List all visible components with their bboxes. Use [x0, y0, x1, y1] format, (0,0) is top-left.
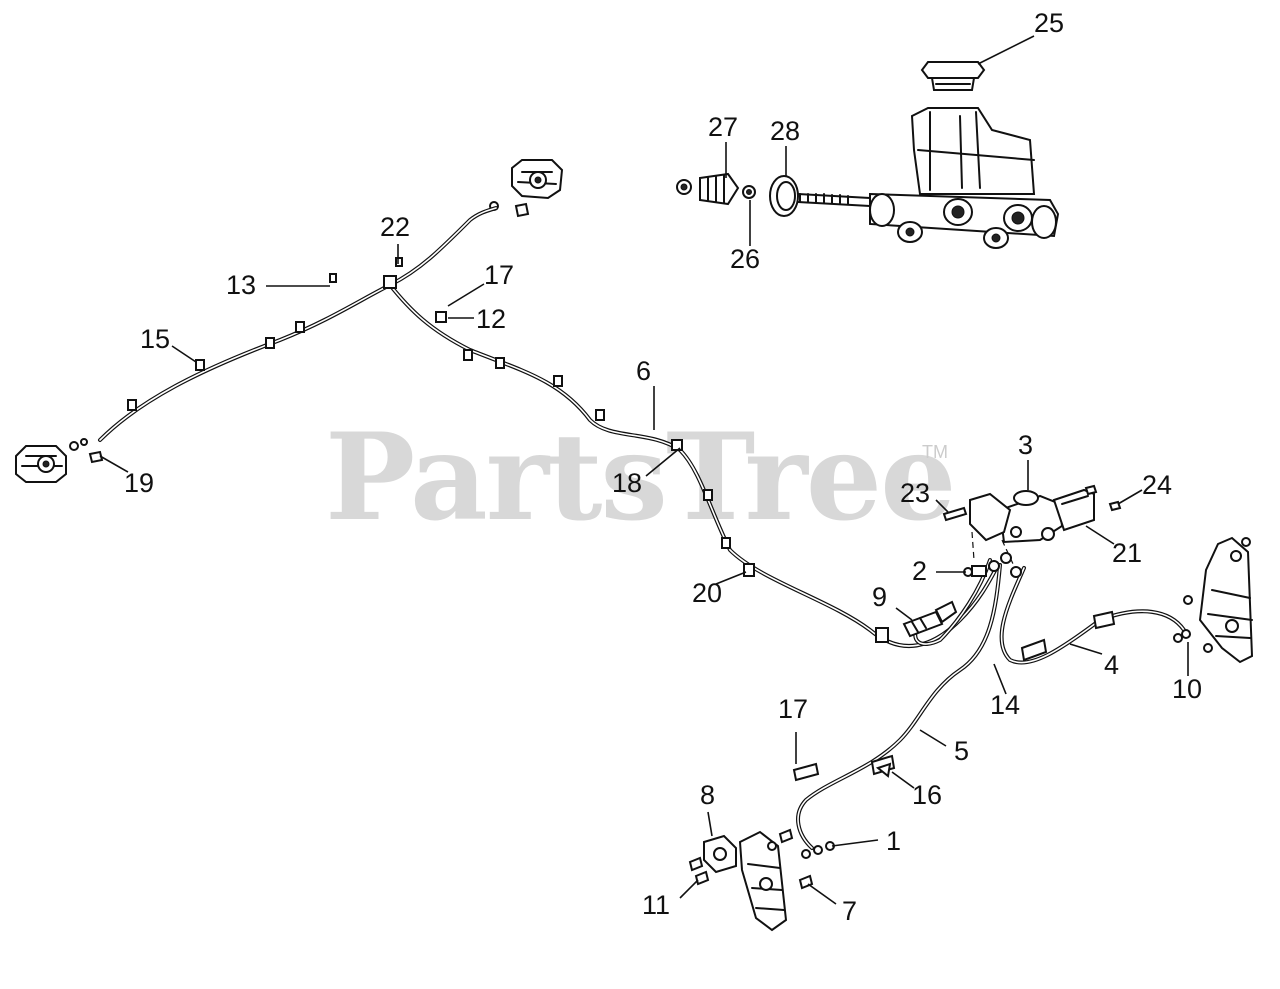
clip-26 [742, 185, 756, 199]
callout-10: 10 [1172, 674, 1203, 704]
front-right-caliper [1173, 536, 1254, 664]
callout-21: 21 [1112, 538, 1143, 568]
callout-25: 25 [1034, 8, 1065, 38]
callout-11: 11 [642, 890, 671, 920]
callout-23: 23 [900, 478, 931, 508]
rod-boot-27 [676, 172, 740, 206]
callout-24: 24 [1142, 470, 1173, 500]
master-cylinder [797, 107, 1060, 249]
fittings-2 [963, 552, 1022, 578]
callout-3: 3 [1018, 430, 1034, 460]
callout-18: 18 [612, 468, 643, 498]
line-clips-16-17 [792, 754, 896, 782]
rear-left-caliper [15, 438, 104, 483]
callout-20: 20 [692, 578, 723, 608]
front-left-caliper [738, 830, 788, 932]
callout-27: 27 [708, 112, 739, 142]
callout-5: 5 [954, 736, 970, 766]
callout-13: 13 [226, 270, 257, 300]
callout-22: 22 [380, 212, 411, 242]
valve-bracket-21 [1052, 488, 1095, 532]
caliper-bolts [688, 828, 835, 890]
callout-15: 15 [140, 324, 171, 354]
line-clip-4 [1020, 610, 1116, 662]
seal-ring-28 [769, 175, 799, 217]
leader-lines [99, 35, 1189, 905]
callout-7: 7 [842, 896, 858, 926]
brake-switch-9 [902, 600, 958, 638]
callout-16: 16 [912, 780, 943, 810]
trademark-symbol: TM [922, 442, 948, 462]
callout-28: 28 [770, 116, 801, 146]
callout-9: 9 [872, 582, 888, 612]
caliper-bracket-8 [703, 834, 737, 874]
callout-1: 1 [886, 826, 902, 856]
callout-19: 19 [124, 468, 155, 498]
upper-rear-caliper [489, 159, 564, 218]
bolts-23-24 [942, 484, 1122, 522]
line-clips [127, 257, 889, 643]
callout-6: 6 [636, 356, 652, 386]
callout-2: 2 [912, 556, 928, 586]
callout-12: 12 [476, 304, 507, 334]
callout-26: 26 [730, 244, 761, 274]
callout-8: 8 [700, 780, 716, 810]
proportioning-valve-3 [998, 490, 1064, 544]
callout-14: 14 [990, 690, 1021, 720]
callout-17-front: 17 [778, 694, 809, 724]
callout-17-rear: 17 [484, 260, 515, 290]
reservoir-cap [920, 61, 986, 91]
callout-4: 4 [1104, 650, 1120, 680]
